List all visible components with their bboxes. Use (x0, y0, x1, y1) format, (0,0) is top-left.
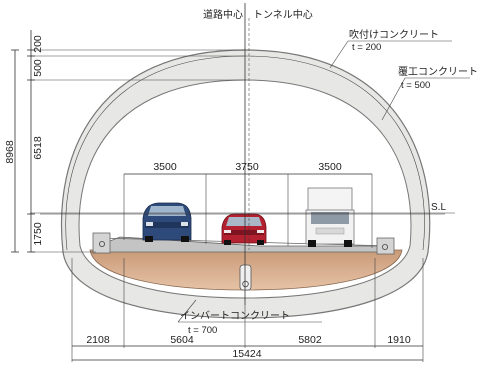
invert-concrete-thickness: t = 700 (188, 325, 217, 336)
lane-width-3: 3500 (318, 161, 342, 173)
leader-lines (177, 40, 470, 323)
lining-concrete-label: 覆工コンクリート (398, 66, 478, 78)
tunnel-center-label: トンネル中心 (253, 8, 313, 21)
truck-icon (305, 187, 355, 247)
dim-bottom-5604: 5604 (170, 334, 194, 346)
springline-label: S.L (431, 202, 446, 213)
left-dimension-lines (11, 30, 35, 253)
dim-left-8968: 8968 (4, 140, 16, 164)
dim-bottom-2108: 2108 (86, 334, 110, 346)
dim-bottom-5802: 5802 (298, 334, 322, 346)
bottom-dimension-lines (71, 258, 424, 362)
blue-car-icon (142, 202, 192, 242)
spray-concrete-thickness: t = 200 (352, 42, 381, 53)
spray-concrete-label: 吹付けコンクリート (349, 28, 439, 41)
dim-left-500: 500 (32, 59, 44, 77)
dim-bottom-1910: 1910 (387, 334, 411, 346)
lane-dimension-lines (123, 173, 373, 248)
red-car-icon (221, 213, 267, 245)
dim-total-15424: 15424 (232, 348, 261, 360)
lane-width-1: 3500 (153, 161, 177, 173)
lining-concrete-thickness: t = 500 (401, 80, 430, 91)
reference-lines (30, 49, 455, 253)
dim-left-6518: 6518 (32, 136, 44, 160)
dim-left-1750: 1750 (32, 222, 44, 246)
road-center-label: 道路中心 (203, 8, 243, 21)
invert-concrete-label: インバートコンクリート (180, 310, 290, 322)
lane-width-2: 3750 (235, 161, 259, 173)
dim-left-200: 200 (32, 35, 44, 53)
